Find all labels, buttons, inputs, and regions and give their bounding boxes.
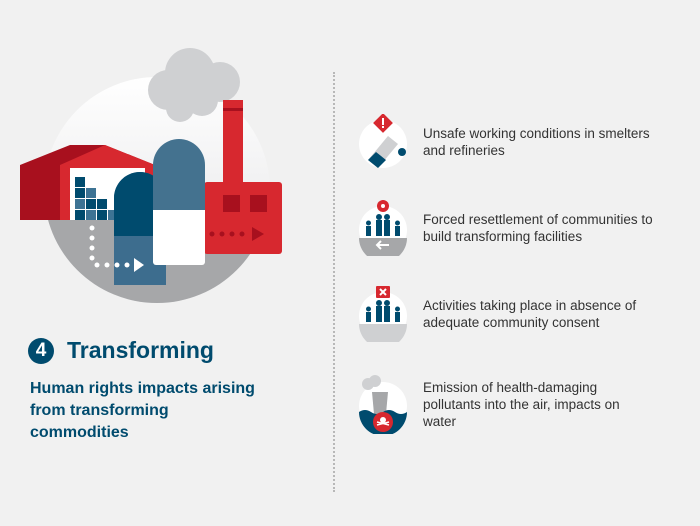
factory-illustration — [20, 48, 282, 303]
smoke-cloud-icon — [148, 48, 240, 122]
step-title: Transforming — [67, 337, 214, 363]
impact-item: Forced resettlement of communities to bu… — [358, 200, 653, 256]
impact-item: Emission of health-damaging pollutants i… — [358, 374, 653, 434]
divider — [333, 72, 335, 492]
unsafe-conditions-icon — [359, 114, 407, 168]
pollution-icon — [359, 375, 407, 434]
impact-item: Activities taking place in absence of ad… — [358, 286, 653, 342]
impact-item: Unsafe working conditions in smelters an… — [358, 114, 653, 170]
step-number: 4 — [28, 337, 54, 364]
resettlement-icon — [359, 200, 407, 256]
step-heading: 4 Transforming — [28, 337, 214, 364]
step-subtitle: Human rights impacts arising from transf… — [30, 380, 255, 441]
no-consent-icon — [359, 286, 407, 342]
